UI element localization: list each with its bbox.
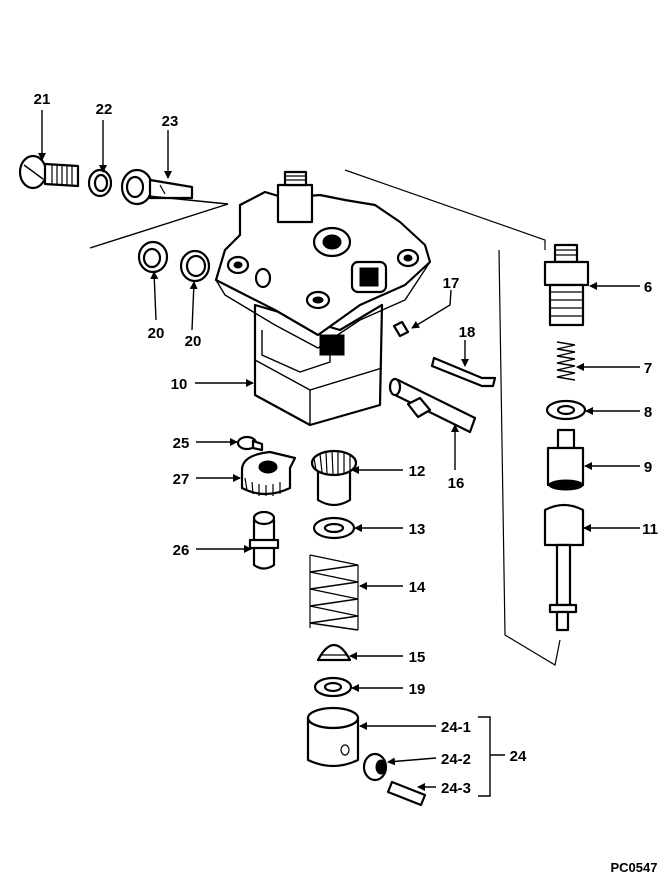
label-12: 12 xyxy=(409,463,426,480)
label-6: 6 xyxy=(644,279,652,296)
part-14-plunger-spring xyxy=(309,554,359,631)
label-20-right: 20 xyxy=(185,333,202,350)
part-24-2-roller xyxy=(362,752,388,782)
part-26-pinion xyxy=(248,510,280,570)
label-23: 23 xyxy=(162,113,179,130)
label-16: 16 xyxy=(448,475,465,492)
label-19: 19 xyxy=(409,681,426,698)
label-17: 17 xyxy=(443,275,460,292)
part-7-spring xyxy=(556,341,576,381)
label-10: 10 xyxy=(171,376,188,393)
label-14: 14 xyxy=(409,579,426,596)
label-13: 13 xyxy=(409,521,426,538)
part-13-spring-seat xyxy=(312,516,356,540)
part-20-washers xyxy=(137,240,211,283)
part-22-washer xyxy=(87,168,113,198)
label-15: 15 xyxy=(409,649,426,666)
label-24-1: 24-1 xyxy=(441,719,471,736)
part-27-gear-segment xyxy=(240,450,297,496)
label-24-3: 24-3 xyxy=(441,780,471,797)
label-25: 25 xyxy=(173,435,190,452)
part-12-control-sleeve xyxy=(310,449,358,507)
label-18: 18 xyxy=(459,324,476,341)
label-20-left: 20 xyxy=(148,325,165,342)
part-11-plunger xyxy=(543,503,585,632)
label-21: 21 xyxy=(34,91,51,108)
part-19-shim xyxy=(313,676,353,698)
label-27: 27 xyxy=(173,471,190,488)
assembly-guide-line-right xyxy=(344,169,561,666)
part-18-pin xyxy=(430,356,497,388)
part-15-spring-seat xyxy=(316,643,352,662)
part-labels: 21 22 23 20 20 10 17 18 16 6 7 8 9 11 12… xyxy=(34,91,658,875)
part-21-screw xyxy=(18,154,80,190)
label-24: 24 xyxy=(510,748,527,765)
label-26: 26 xyxy=(173,542,190,559)
figure-code: PC0547 xyxy=(611,860,658,875)
assembly-guide-line xyxy=(89,195,229,249)
label-22: 22 xyxy=(96,101,113,118)
part-25-screw xyxy=(236,435,264,452)
label-7: 7 xyxy=(644,360,652,377)
part-24-3-pin xyxy=(386,780,427,807)
part-6-delivery-valve-holder xyxy=(543,243,590,327)
label-8: 8 xyxy=(644,404,652,421)
part-23-banjo-bolt xyxy=(120,168,194,206)
part-8-gasket xyxy=(545,399,587,421)
label-11: 11 xyxy=(642,521,658,538)
part-9-delivery-valve xyxy=(546,428,585,491)
label-9: 9 xyxy=(644,459,652,476)
part-10-pump-body xyxy=(214,170,432,427)
label-24-2: 24-2 xyxy=(441,751,471,768)
part-24-1-tappet xyxy=(306,706,360,768)
part-16-rack xyxy=(388,377,477,434)
leader-lines xyxy=(38,110,640,797)
part-17-bleeder-screw xyxy=(392,320,410,338)
